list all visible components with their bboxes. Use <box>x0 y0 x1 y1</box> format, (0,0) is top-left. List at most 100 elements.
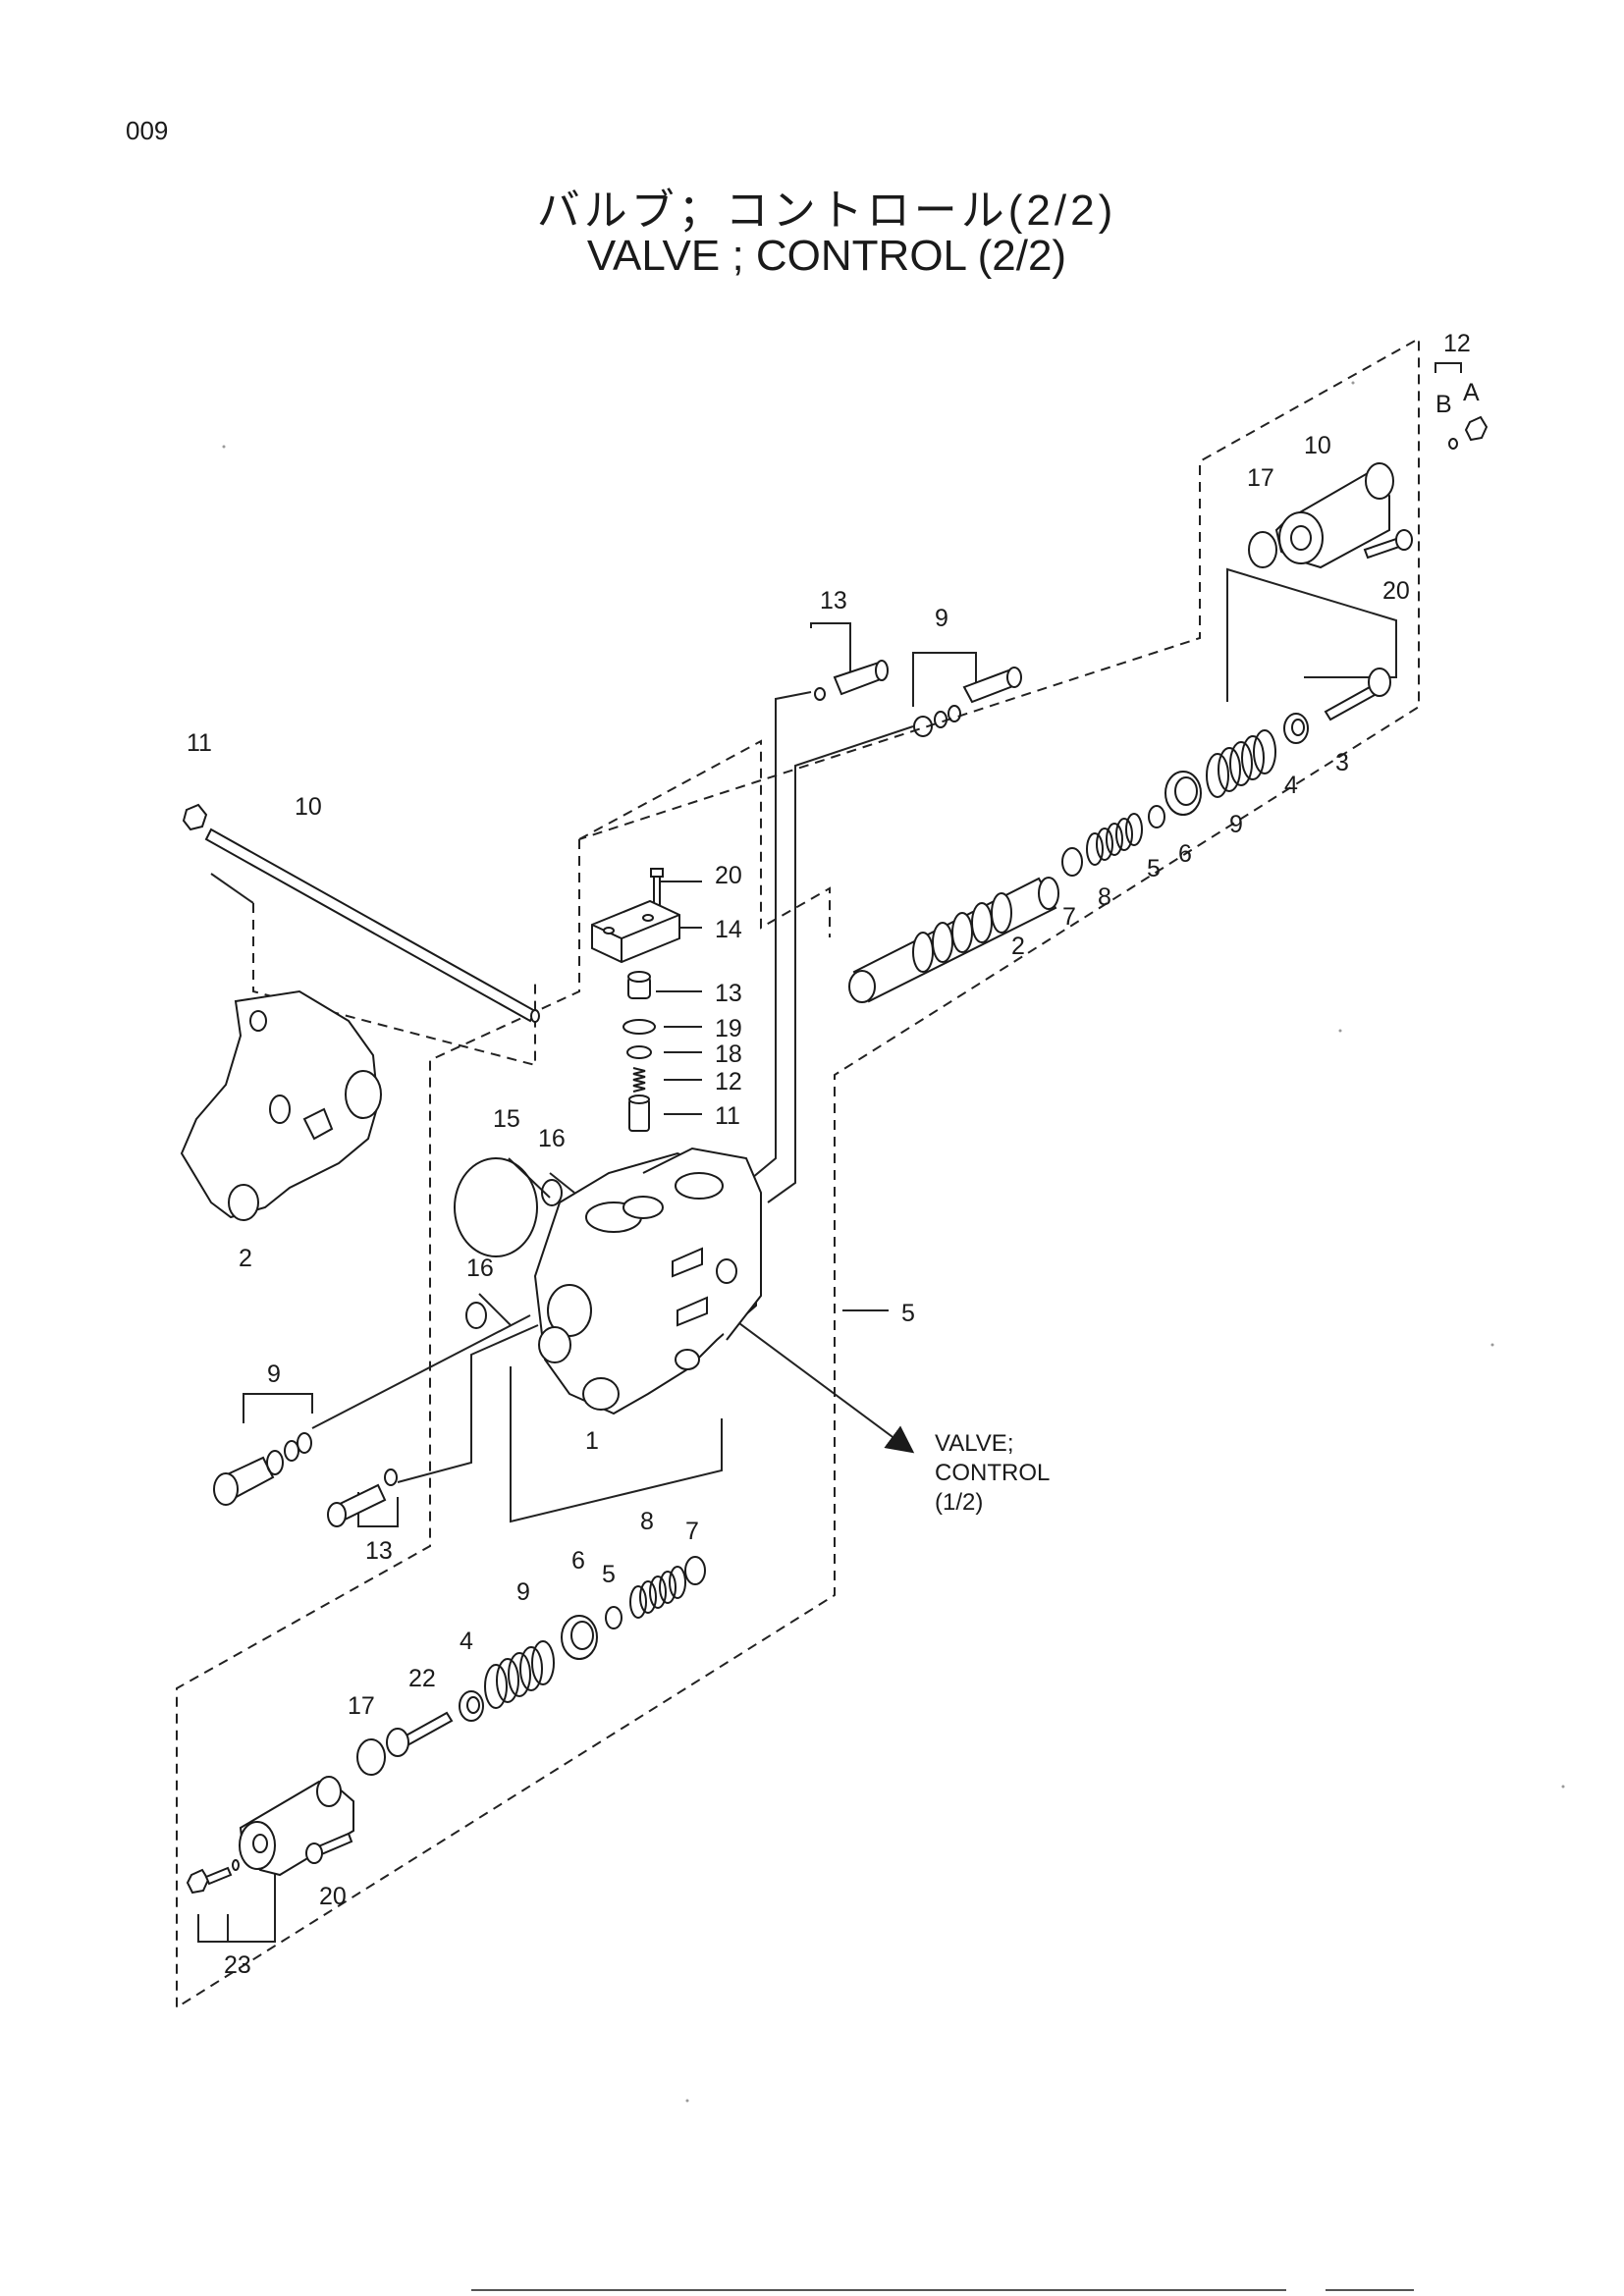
bottom-cap <box>239 1776 354 1877</box>
bracket-9-left <box>243 1393 313 1423</box>
callout-4-top: 4 <box>1284 772 1298 799</box>
tie-rod-nut <box>182 803 208 831</box>
callout-5-bottom: 5 <box>602 1561 616 1588</box>
bracket-13-top <box>810 622 851 672</box>
bottom-washer-5 <box>605 1606 623 1629</box>
leader-lines <box>197 362 1462 1943</box>
scan-specks <box>222 381 1565 2103</box>
top-cap-o-ring <box>1248 531 1277 568</box>
callout-6-bottom: 6 <box>571 1547 585 1575</box>
gasket-ring <box>454 1157 538 1257</box>
callout-2-left: 2 <box>239 1245 252 1272</box>
end-bracket <box>180 989 382 1221</box>
callout-7-top: 7 <box>1062 903 1076 931</box>
callout-13-top: 13 <box>820 587 847 614</box>
callout-9-top-spring: 9 <box>1229 811 1243 838</box>
leader-9-left <box>311 1314 531 1429</box>
main-spool <box>848 877 1059 1003</box>
callout-20-block: 20 <box>715 862 742 889</box>
o-ring-19 <box>623 1019 656 1035</box>
callout-8-bottom: 8 <box>640 1508 654 1535</box>
bottom-retainer-4 <box>459 1690 484 1722</box>
cap-nut-A <box>1464 415 1489 442</box>
callout-22: 22 <box>408 1665 436 1692</box>
bracket-9-top <box>912 652 977 707</box>
left-plug-9 <box>213 1432 312 1506</box>
top-spring-9 <box>1206 729 1276 798</box>
reference-line-3: (1/2) <box>935 1489 983 1516</box>
callout-5-assembly: 5 <box>901 1300 915 1327</box>
callout-13-center: 13 <box>715 980 742 1007</box>
callout-19: 19 <box>715 1015 742 1042</box>
top-spring-8 <box>1086 813 1143 866</box>
top-plug-13 <box>814 660 889 701</box>
bottom-cap-bolt <box>305 1832 353 1864</box>
callout-12-A: A <box>1463 379 1480 406</box>
reference-line-2: CONTROL <box>935 1460 1050 1486</box>
callout-2-spool: 2 <box>1011 933 1025 960</box>
bottom-spring-8 <box>629 1566 686 1619</box>
center-poppet <box>628 1095 650 1132</box>
top-retainer-4 <box>1283 713 1309 744</box>
bracket-12 <box>1435 362 1462 373</box>
callout-12-center: 12 <box>715 1068 742 1095</box>
bracket-outline <box>252 903 536 1067</box>
callout-9-left-plug: 9 <box>267 1361 281 1388</box>
callout-1: 1 <box>585 1427 599 1455</box>
leader-13-top <box>745 691 812 1184</box>
leader-13-left <box>397 1324 539 1483</box>
center-spring <box>632 1067 646 1093</box>
assembly-outlines <box>176 337 1420 2009</box>
callout-20-top: 20 <box>1382 577 1410 605</box>
title-japanese: バルブ；コントロール(2/2) <box>536 187 1117 235</box>
callout-16-lower: 16 <box>466 1255 494 1282</box>
callout-23: 23 <box>224 1951 251 1979</box>
bottom-spring-9 <box>484 1640 555 1709</box>
reference-line-1: VALVE; <box>935 1430 1013 1457</box>
callout-20-bottom: 20 <box>319 1883 347 1910</box>
top-washer-5 <box>1148 805 1165 828</box>
center-plug <box>627 971 651 999</box>
footer-rule-left <box>471 2289 1286 2291</box>
cap-group-bracket <box>1226 567 1397 702</box>
title-english: VALVE ; CONTROL (2/2) <box>586 232 1067 280</box>
bracket-bottom-springs <box>510 1366 723 1523</box>
cap-washer-B <box>1448 438 1458 450</box>
top-washer-7 <box>1061 847 1083 877</box>
valve-section-outline <box>176 337 1420 2009</box>
core-outline <box>578 739 831 937</box>
top-seat-6 <box>1164 771 1202 816</box>
callout-7-bottom: 7 <box>685 1518 699 1545</box>
top-cap-bolt <box>1363 529 1413 560</box>
bottom-washer-7 <box>684 1556 706 1585</box>
bottom-seat-6 <box>561 1615 598 1660</box>
callout-3-top: 3 <box>1335 749 1349 776</box>
cross-reference: VALVE; CONTROL (1/2) <box>935 1430 1050 1516</box>
callout-17-bottom: 17 <box>348 1692 375 1720</box>
callout-11-nut: 11 <box>187 729 212 757</box>
callout-14: 14 <box>715 916 742 943</box>
callout-12-B: B <box>1435 391 1452 418</box>
callout-11-center: 11 <box>715 1102 740 1130</box>
leader-9-top <box>767 725 914 1203</box>
callout-13-left: 13 <box>365 1537 393 1565</box>
callout-10-cap: 10 <box>1304 432 1331 459</box>
callout-labels: 12 B A 10 17 20 13 9 3 4 9 6 5 8 7 2 11 … <box>187 330 1480 1979</box>
top-stopper-3 <box>1324 667 1391 721</box>
o-ring-upper <box>541 1179 563 1206</box>
callout-4-bottom: 4 <box>460 1628 473 1655</box>
bottom-nut-23 <box>186 1859 240 1895</box>
bracket-bottom-cap <box>228 1865 276 1943</box>
callout-5-top: 5 <box>1147 855 1161 882</box>
o-ring-18 <box>626 1045 652 1059</box>
cover-block <box>591 899 680 964</box>
bottom-cap-o-ring <box>356 1738 386 1776</box>
bottom-stopper-22 <box>386 1711 454 1757</box>
callout-6-top: 6 <box>1178 840 1192 868</box>
callout-8-top: 8 <box>1098 883 1111 911</box>
callout-18: 18 <box>715 1041 742 1068</box>
left-plug-13 <box>327 1468 398 1527</box>
bracket-23 <box>197 1914 229 1943</box>
callout-12-top: 12 <box>1443 330 1471 357</box>
